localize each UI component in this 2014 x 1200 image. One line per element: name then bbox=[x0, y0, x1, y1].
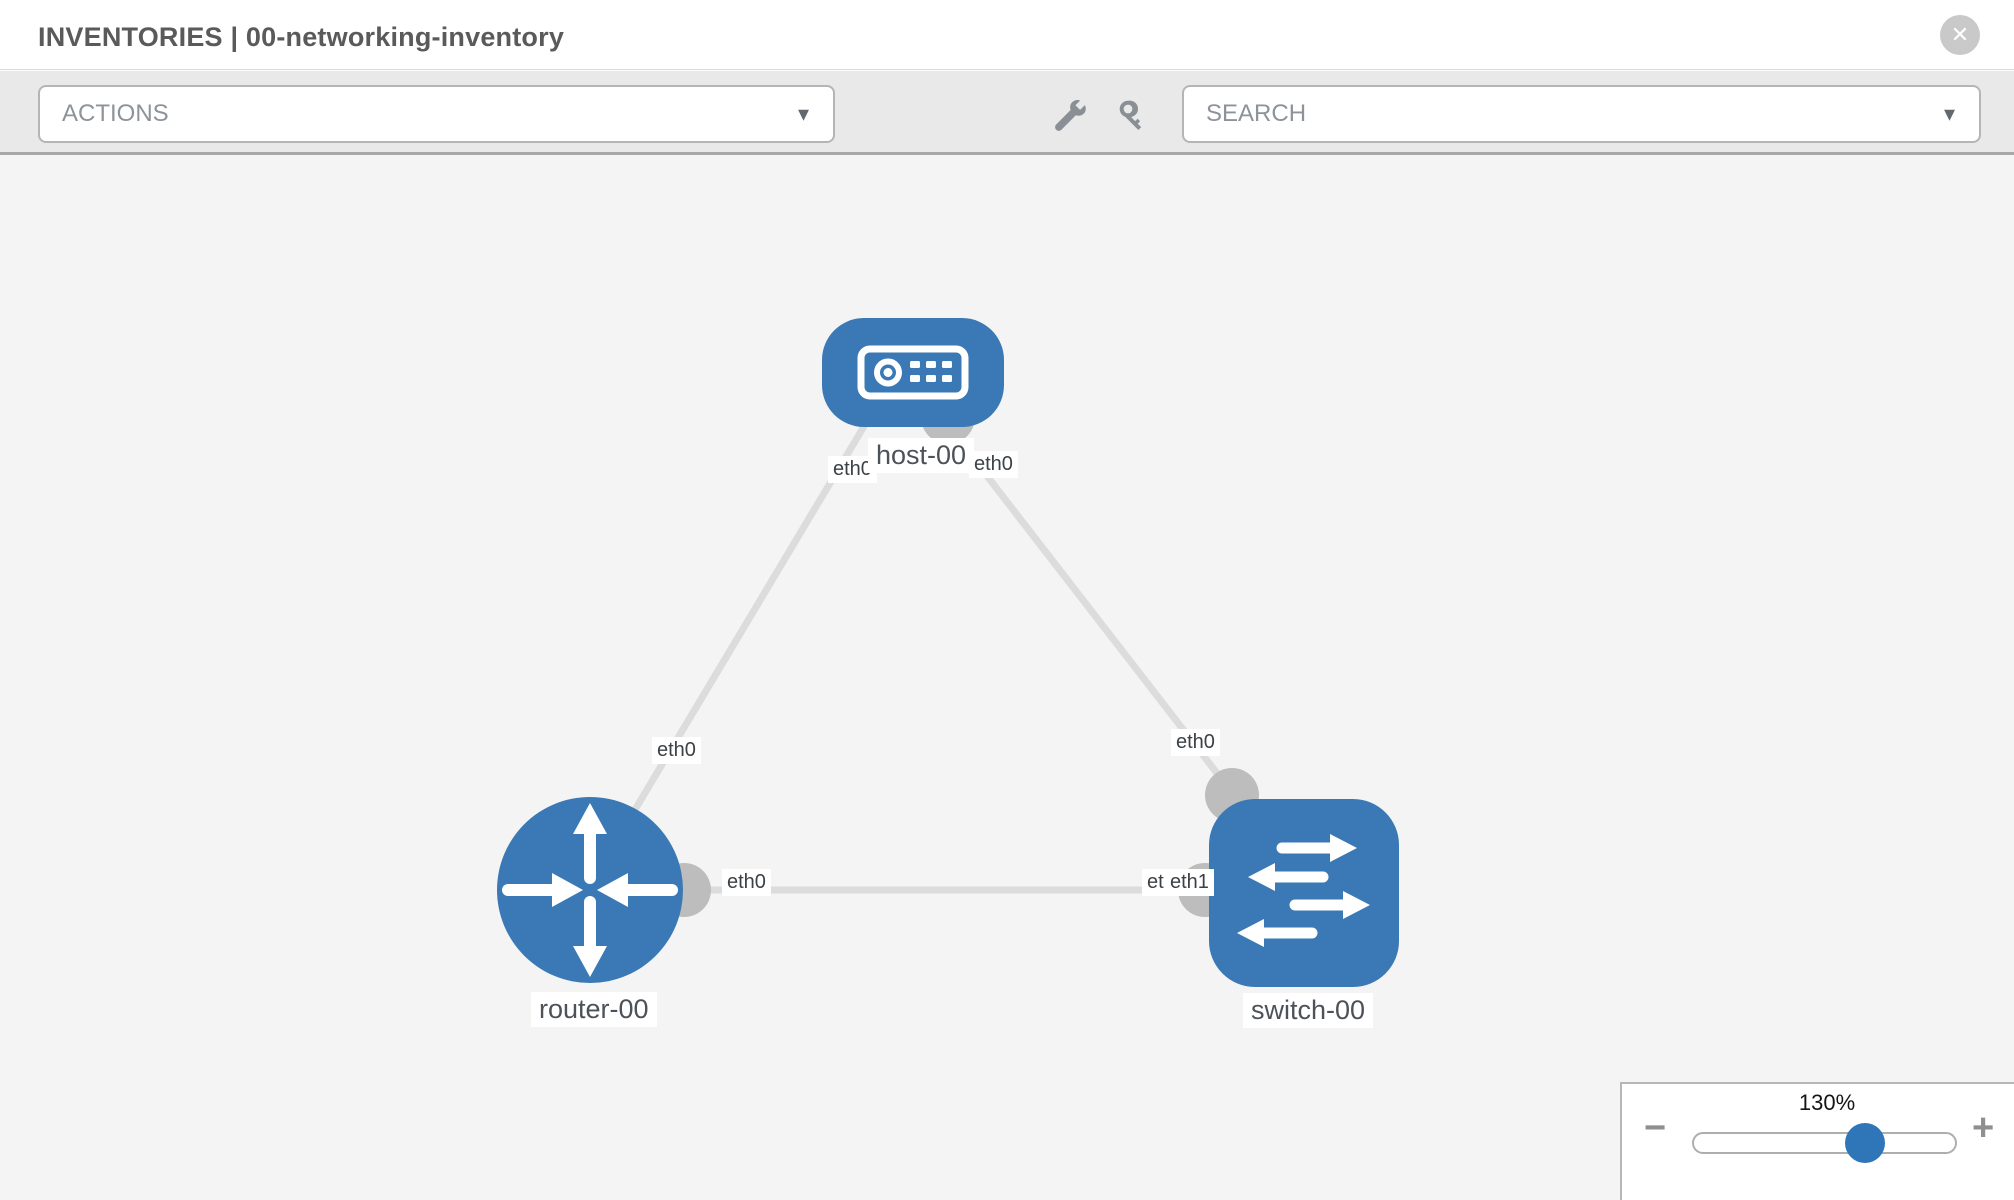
actions-dropdown[interactable]: ACTIONS ▾ bbox=[38, 85, 835, 143]
credentials-button[interactable] bbox=[1116, 97, 1152, 133]
close-button[interactable]: ✕ bbox=[1940, 15, 1980, 55]
node-label-router: router-00 bbox=[531, 992, 657, 1027]
close-icon: ✕ bbox=[1950, 22, 1970, 47]
node-host-00[interactable] bbox=[822, 318, 1004, 427]
node-switch-00[interactable] bbox=[1209, 799, 1399, 987]
chevron-down-icon: ▾ bbox=[797, 101, 809, 126]
router-icon bbox=[502, 803, 678, 977]
page-title: INVENTORIES | 00-networking-inventory bbox=[38, 22, 565, 52]
topology-canvas[interactable] bbox=[0, 155, 2014, 1200]
zoom-in-button[interactable]: + bbox=[1972, 1107, 1995, 1149]
zoom-slider[interactable] bbox=[1692, 1123, 1957, 1163]
node-router-00[interactable] bbox=[497, 797, 683, 983]
zoom-level: 130% bbox=[1798, 1090, 1856, 1115]
zoom-slider-knob[interactable] bbox=[1845, 1123, 1885, 1163]
actions-dropdown-label: ACTIONS bbox=[62, 100, 169, 127]
interface-label: eth1 bbox=[1165, 869, 1214, 896]
chevron-down-icon: ▾ bbox=[1943, 101, 1955, 126]
zoom-panel: 130% − + bbox=[1620, 1082, 2014, 1200]
node-label-host: host-00 bbox=[868, 438, 975, 473]
search-dropdown[interactable]: SEARCH ▾ bbox=[1182, 85, 1981, 143]
search-dropdown-label: SEARCH bbox=[1206, 100, 1307, 127]
host-icon bbox=[857, 345, 969, 400]
link-host-router[interactable] bbox=[592, 421, 870, 877]
wrench-icon bbox=[1055, 99, 1086, 131]
key-icon bbox=[1119, 100, 1142, 130]
toolbar: ACTIONS ▾ SEARCH ▾ bbox=[0, 71, 2014, 155]
interface-label: eth0 bbox=[722, 869, 771, 896]
switch-icon bbox=[1237, 834, 1370, 947]
configure-button[interactable] bbox=[1052, 97, 1088, 133]
interface-label: eth0 bbox=[652, 737, 701, 764]
zoom-out-button[interactable]: − bbox=[1644, 1107, 1667, 1149]
interface-label: eth0 bbox=[969, 451, 1018, 478]
header: INVENTORIES | 00-networking-inventory ✕ bbox=[0, 0, 2014, 70]
node-label-switch: switch-00 bbox=[1243, 993, 1374, 1028]
topology-graph bbox=[497, 318, 1399, 987]
interface-label: eth0 bbox=[1171, 729, 1220, 756]
